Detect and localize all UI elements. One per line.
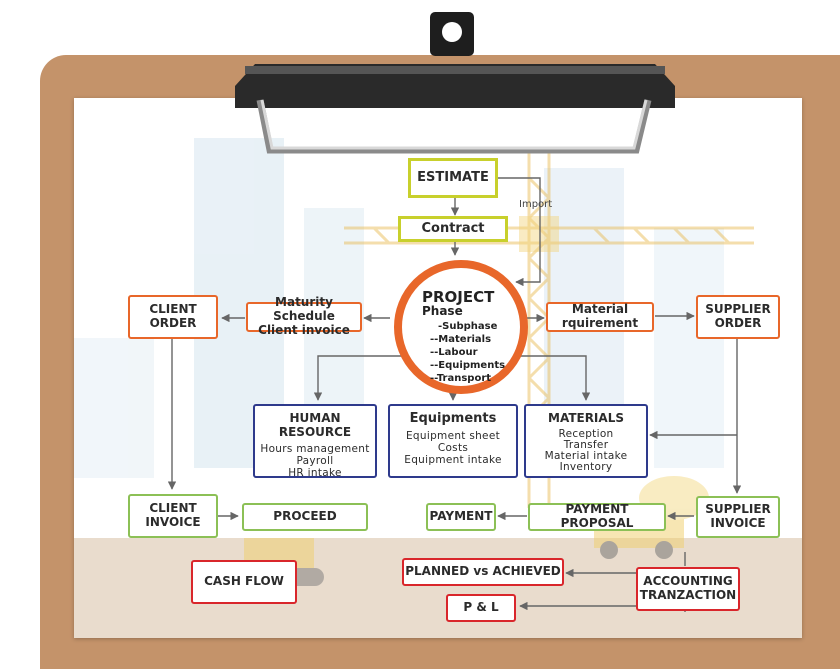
client-invoice-line: CLIENT bbox=[149, 501, 197, 516]
material-req-line: rquirement bbox=[561, 316, 639, 330]
proceed-label: PROCEED bbox=[273, 509, 337, 524]
contract-node: Contract bbox=[398, 216, 508, 242]
materials-title: MATERIALS bbox=[548, 411, 624, 425]
maturity-schedule-node: Maturity Schedule Client invoice bbox=[246, 296, 362, 337]
cash-flow-node: CASH FLOW bbox=[191, 560, 297, 604]
module-item: Payroll bbox=[296, 454, 334, 467]
equipments-node: Equipments Equipment sheet Costs Equipme… bbox=[388, 404, 518, 478]
supplier-order-line: SUPPLIER bbox=[705, 302, 771, 317]
accounting-transaction-node: ACCOUNTING TRANZACTION bbox=[636, 567, 740, 611]
project-items: -Subphase --Materials --Labour --Equipme… bbox=[430, 320, 505, 385]
project-node: PROJECT Phase -Subphase --Materials --La… bbox=[394, 260, 528, 394]
module-item: Costs bbox=[437, 442, 469, 454]
project-title: PROJECT bbox=[422, 288, 495, 306]
project-phase: Phase bbox=[422, 304, 463, 318]
project-item: -Subphase bbox=[438, 321, 498, 332]
materials-node: MATERIALS Reception Transfer Material in… bbox=[524, 404, 648, 478]
p-and-l-node: P & L bbox=[446, 594, 516, 622]
module-item: Equipment sheet bbox=[406, 429, 500, 442]
material-requirement-node: Material rquirement bbox=[546, 302, 654, 332]
payment-node: PAYMENT bbox=[426, 503, 496, 531]
equipments-title: Equipments bbox=[409, 411, 497, 426]
estimate-label: ESTIMATE bbox=[417, 169, 489, 185]
accounting-line: TRANZACTION bbox=[639, 588, 737, 602]
supplier-invoice-line: INVOICE bbox=[710, 516, 766, 530]
module-item: Transfer bbox=[563, 438, 609, 451]
supplier-invoice-node: SUPPLIER INVOICE bbox=[696, 496, 780, 538]
supplier-order-line: ORDER bbox=[714, 316, 762, 330]
project-item: --Transport bbox=[430, 373, 492, 384]
payment-label: PAYMENT bbox=[429, 509, 493, 524]
client-order-line: CLIENT bbox=[149, 302, 197, 317]
project-item: --Labour bbox=[430, 347, 478, 358]
module-item: HR intake bbox=[288, 466, 342, 479]
supplier-order-node: SUPPLIER ORDER bbox=[696, 295, 780, 339]
client-invoice-node: CLIENT INVOICE bbox=[128, 494, 218, 538]
import-label: Import bbox=[519, 199, 553, 210]
module-item: Equipment intake bbox=[404, 454, 502, 467]
planned-vs-achieved-node: PLANNED vs ACHIEVED bbox=[402, 558, 564, 586]
module-item: Reception bbox=[558, 427, 614, 440]
payment-proposal-label: PAYMENT PROPOSAL bbox=[560, 502, 634, 530]
contract-label: Contract bbox=[421, 220, 485, 236]
planned-vs-achieved-label: PLANNED vs ACHIEVED bbox=[405, 564, 561, 579]
accounting-line: ACCOUNTING bbox=[643, 574, 733, 589]
human-resource-node: HUMAN RESOURCE Hours management Payroll … bbox=[253, 404, 377, 479]
proceed-node: PROCEED bbox=[242, 503, 368, 531]
cash-flow-label: CASH FLOW bbox=[204, 574, 284, 589]
module-item: Material intake bbox=[544, 449, 628, 462]
maturity-line: Maturity Schedule bbox=[273, 295, 335, 324]
project-item: --Materials bbox=[430, 334, 492, 345]
supplier-invoice-line: SUPPLIER bbox=[705, 502, 771, 517]
project-item: --Equipments bbox=[430, 360, 506, 371]
client-order-line: ORDER bbox=[149, 316, 197, 330]
client-order-node: CLIENT ORDER bbox=[128, 295, 218, 339]
payment-proposal-node: PAYMENT PROPOSAL bbox=[528, 502, 666, 531]
p-and-l-label: P & L bbox=[463, 600, 499, 615]
module-item: Inventory bbox=[559, 460, 613, 473]
material-req-line: Material bbox=[571, 302, 629, 317]
module-item: Hours management bbox=[260, 442, 370, 455]
estimate-node: ESTIMATE bbox=[408, 158, 498, 198]
maturity-line: Client invoice bbox=[258, 322, 350, 337]
human-resource-title: HUMAN RESOURCE bbox=[278, 411, 352, 439]
client-invoice-line: INVOICE bbox=[145, 515, 201, 529]
